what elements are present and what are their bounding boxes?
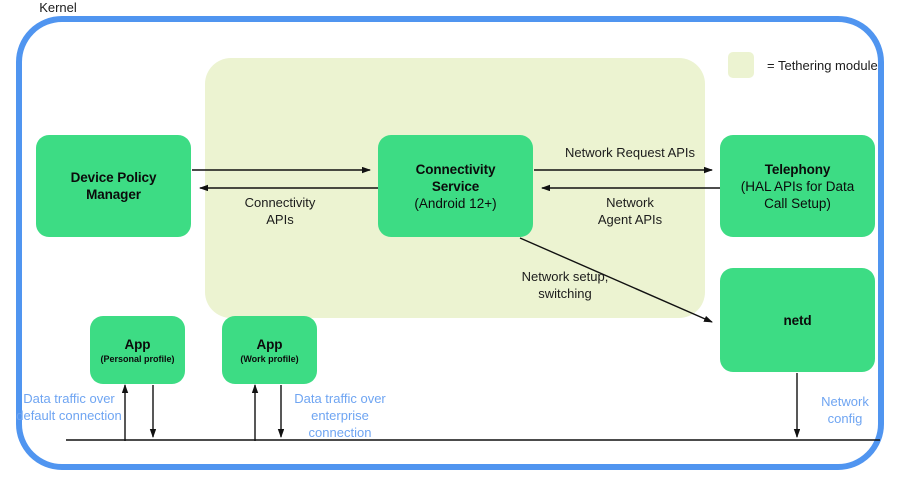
node-title: App xyxy=(124,336,151,352)
node-device-policy-manager[interactable]: Device Policy Manager xyxy=(36,135,191,237)
edge-label-network-request-apis: Network Request APIs xyxy=(564,145,696,160)
edge-label-data-traffic-enterprise: Data traffic over enterprise connection xyxy=(294,391,386,440)
legend: = Tethering module xyxy=(728,52,878,78)
node-netd[interactable]: netd xyxy=(720,268,875,372)
node-title: Telephony xyxy=(764,161,831,177)
node-subtitle: (HAL APIs for Data xyxy=(740,178,855,194)
node-telephony[interactable]: Telephony (HAL APIs for Data Call Setup) xyxy=(720,135,875,237)
node-connectivity-service[interactable]: Connectivity Service (Android 12+) xyxy=(378,135,533,237)
node-app-personal-profile[interactable]: App (Personal profile) xyxy=(90,316,185,384)
node-subtitle-line2: Call Setup) xyxy=(764,195,831,211)
edge-label-connectivity-apis: Connectivity APIs xyxy=(244,195,316,227)
node-subtitle: (Android 12+) xyxy=(414,195,497,211)
legend-label: = Tethering module xyxy=(767,57,878,73)
node-subtitle: (Work profile) xyxy=(240,353,299,364)
node-subtitle: (Personal profile) xyxy=(100,353,175,364)
edge-label-network-agent-apis: Network Agent APIs xyxy=(597,195,663,227)
node-title: Connectivity xyxy=(415,161,496,177)
node-title-line2: Service xyxy=(431,178,480,194)
edge-label-data-traffic-default: Data traffic over default connection xyxy=(16,391,122,423)
kernel-label: Kernel xyxy=(39,0,77,15)
legend-swatch-tethering-module xyxy=(728,52,754,78)
edge-label-network-config: Network config xyxy=(821,394,869,426)
node-title: netd xyxy=(783,312,812,328)
node-title-line2: Manager xyxy=(86,187,141,202)
node-title: Device Policy xyxy=(70,170,157,185)
edge-label-network-setup-switching: Network setup, switching xyxy=(521,269,609,301)
node-title: App xyxy=(256,336,283,352)
device-boundary-frame xyxy=(16,16,884,470)
node-app-work-profile[interactable]: App (Work profile) xyxy=(222,316,317,384)
